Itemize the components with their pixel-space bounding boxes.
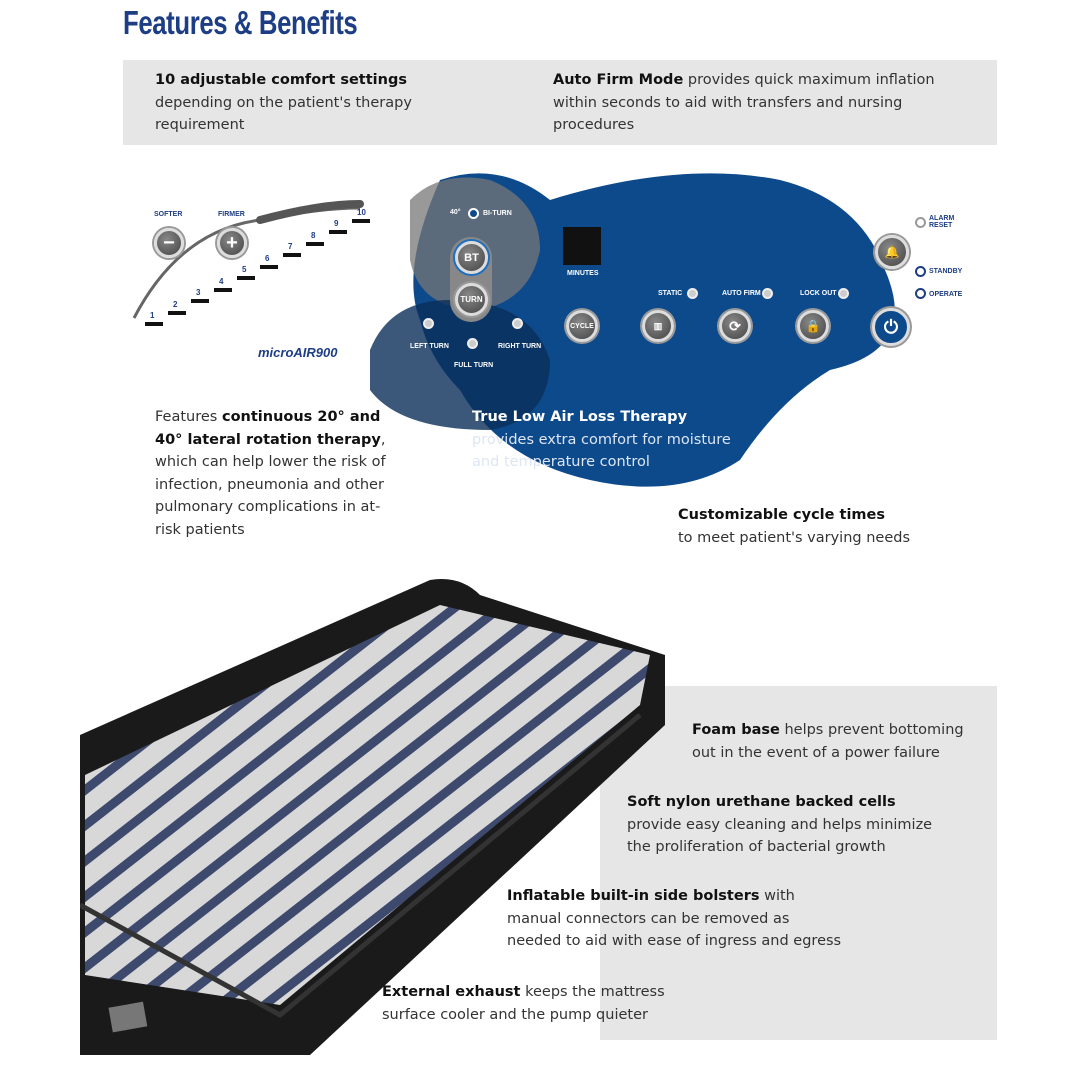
feature-text: provide easy cleaning and helps minimize… (627, 816, 933, 856)
page-title: Features & Benefits (123, 4, 358, 41)
firmer-button[interactable]: + (217, 228, 247, 258)
mattress-image (80, 579, 665, 1055)
feature-bold: External exhaust (382, 984, 521, 1000)
static-button[interactable]: ▥ (642, 310, 674, 342)
feature-bold: Auto Firm Mode (553, 72, 684, 88)
feature-bold: True Low Air Loss Therapy (472, 409, 688, 425)
right-turn-led (512, 318, 523, 329)
cells-icon: ▥ (653, 320, 663, 331)
feature-cycle-times: Customizable cycle times to meet patient… (678, 504, 928, 549)
dial-arc (132, 200, 364, 319)
comfort-step-number: 4 (219, 276, 224, 286)
static-label: STATIC (658, 290, 683, 297)
feature-bold: Soft nylon urethane backed cells (627, 794, 896, 810)
feature-bold: Inflatable built-in side bolsters (507, 888, 760, 904)
auto-firm-label: AUTO FIRM (722, 290, 761, 297)
brand-logo: microAIR900 (258, 345, 338, 360)
feature-bold: continuous 20° and 40° lateral rotation … (155, 409, 381, 448)
comfort-step-bar (237, 276, 255, 280)
right-turn-label: RIGHT TURN (498, 343, 542, 350)
brand-name: microAIR (258, 345, 316, 360)
refresh-icon: ⟳ (729, 317, 741, 334)
feature-nylon-cells: Soft nylon urethane backed cells provide… (627, 791, 947, 859)
comfort-step-number: 5 (242, 265, 247, 274)
comfort-step-number: 2 (173, 299, 178, 309)
model-number: 900 (315, 345, 338, 360)
feature-comfort-settings: 10 adjustable comfort settings depending… (155, 69, 485, 137)
feature-text: keeps the mattress surface cooler and th… (382, 984, 665, 1023)
feature-lateral-rotation: Features continuous 20° and 40° lateral … (155, 406, 400, 541)
feature-text: depending on the patient's therapy requi… (155, 94, 412, 134)
lock-out-led (838, 288, 849, 299)
bottom-feature-box (600, 686, 997, 1040)
comfort-step-bar (214, 287, 232, 292)
feature-text: with manual connectors can be removed as… (507, 888, 842, 949)
bt-button[interactable]: BT (455, 241, 488, 274)
alarm-reset-led (915, 217, 926, 228)
feature-text: helps prevent bottoming out in the event… (692, 722, 964, 761)
left-turn-led (423, 318, 434, 329)
power-icon: ⏻ (883, 316, 899, 337)
full-turn-led (467, 338, 478, 349)
feature-side-bolsters: Inflatable built-in side bolsters with m… (507, 885, 847, 953)
feature-text: provides extra comfort for moisture and … (472, 431, 731, 471)
biturn-indicator (468, 208, 479, 219)
auto-firm-button[interactable]: ⟳ (719, 310, 751, 342)
top-feature-box (123, 60, 997, 145)
lock-out-label: LOCK OUT (800, 290, 837, 297)
feature-bold: 10 adjustable comfort settings (155, 72, 407, 88)
standby-label: STANDBY (929, 268, 963, 275)
softer-label: SOFTER (154, 211, 183, 218)
feature-external-exhaust: External exhaust keeps the mattress surf… (382, 981, 672, 1026)
operate-led (915, 288, 926, 299)
biturn-label: BI-TURN (483, 210, 512, 217)
feature-auto-firm: Auto Firm Mode provides quick maximum in… (553, 69, 943, 137)
comfort-step-number: 10 (357, 207, 366, 217)
full-turn-label: FULL TURN (454, 362, 494, 369)
static-led (687, 288, 698, 299)
standby-led (915, 266, 926, 277)
alarm-reset-button[interactable]: 🔔 (875, 235, 909, 269)
lock-icon: 🔒 (805, 319, 821, 333)
softer-button[interactable]: − (154, 228, 184, 258)
lock-out-button[interactable]: 🔒 (797, 310, 829, 342)
feature-text: Features (155, 409, 222, 425)
feature-bold: Customizable cycle times (678, 507, 885, 523)
power-button[interactable]: ⏻ (872, 308, 910, 346)
comfort-step-bar (145, 322, 163, 326)
bell-icon: 🔔 (884, 245, 900, 259)
minutes-label: MINUTES (567, 270, 599, 277)
cycle-button[interactable]: CYCLE (566, 310, 598, 342)
comfort-step-number: 3 (196, 288, 201, 297)
comfort-step-bar (168, 310, 186, 315)
comfort-step-number: 9 (334, 219, 339, 228)
left-turn-label: LEFT TURN (410, 343, 449, 350)
comfort-step-bar (191, 299, 209, 303)
angle-label: 40° (450, 209, 461, 216)
comfort-step-number: 1 (150, 311, 155, 320)
comfort-step-number: 8 (311, 230, 316, 240)
feature-text: , which can help lower the risk of infec… (155, 431, 386, 538)
comfort-step-number: 7 (288, 242, 293, 251)
auto-firm-led (762, 288, 773, 299)
alarm-reset-label: ALARM RESET (929, 215, 955, 229)
feature-text: provides quick maximum inflation within … (553, 72, 935, 133)
comfort-step-bar (352, 218, 370, 223)
operate-label: OPERATE (929, 291, 963, 298)
feature-foam-base: Foam base helps prevent bottoming out in… (692, 719, 972, 764)
comfort-step-bar (329, 230, 347, 234)
comfort-step-bar (260, 264, 278, 269)
minutes-display (563, 227, 601, 265)
feature-bold: Foam base (692, 722, 780, 738)
firmer-label: FIRMER (218, 211, 245, 218)
comfort-step-bar (306, 241, 324, 246)
comfort-step-bar (283, 253, 301, 257)
turn-button[interactable]: TURN (455, 283, 488, 316)
feature-low-air-loss: True Low Air Loss Therapy provides extra… (472, 406, 752, 474)
comfort-step-number: 6 (265, 253, 270, 263)
feature-text: to meet patient's varying needs (678, 529, 911, 546)
